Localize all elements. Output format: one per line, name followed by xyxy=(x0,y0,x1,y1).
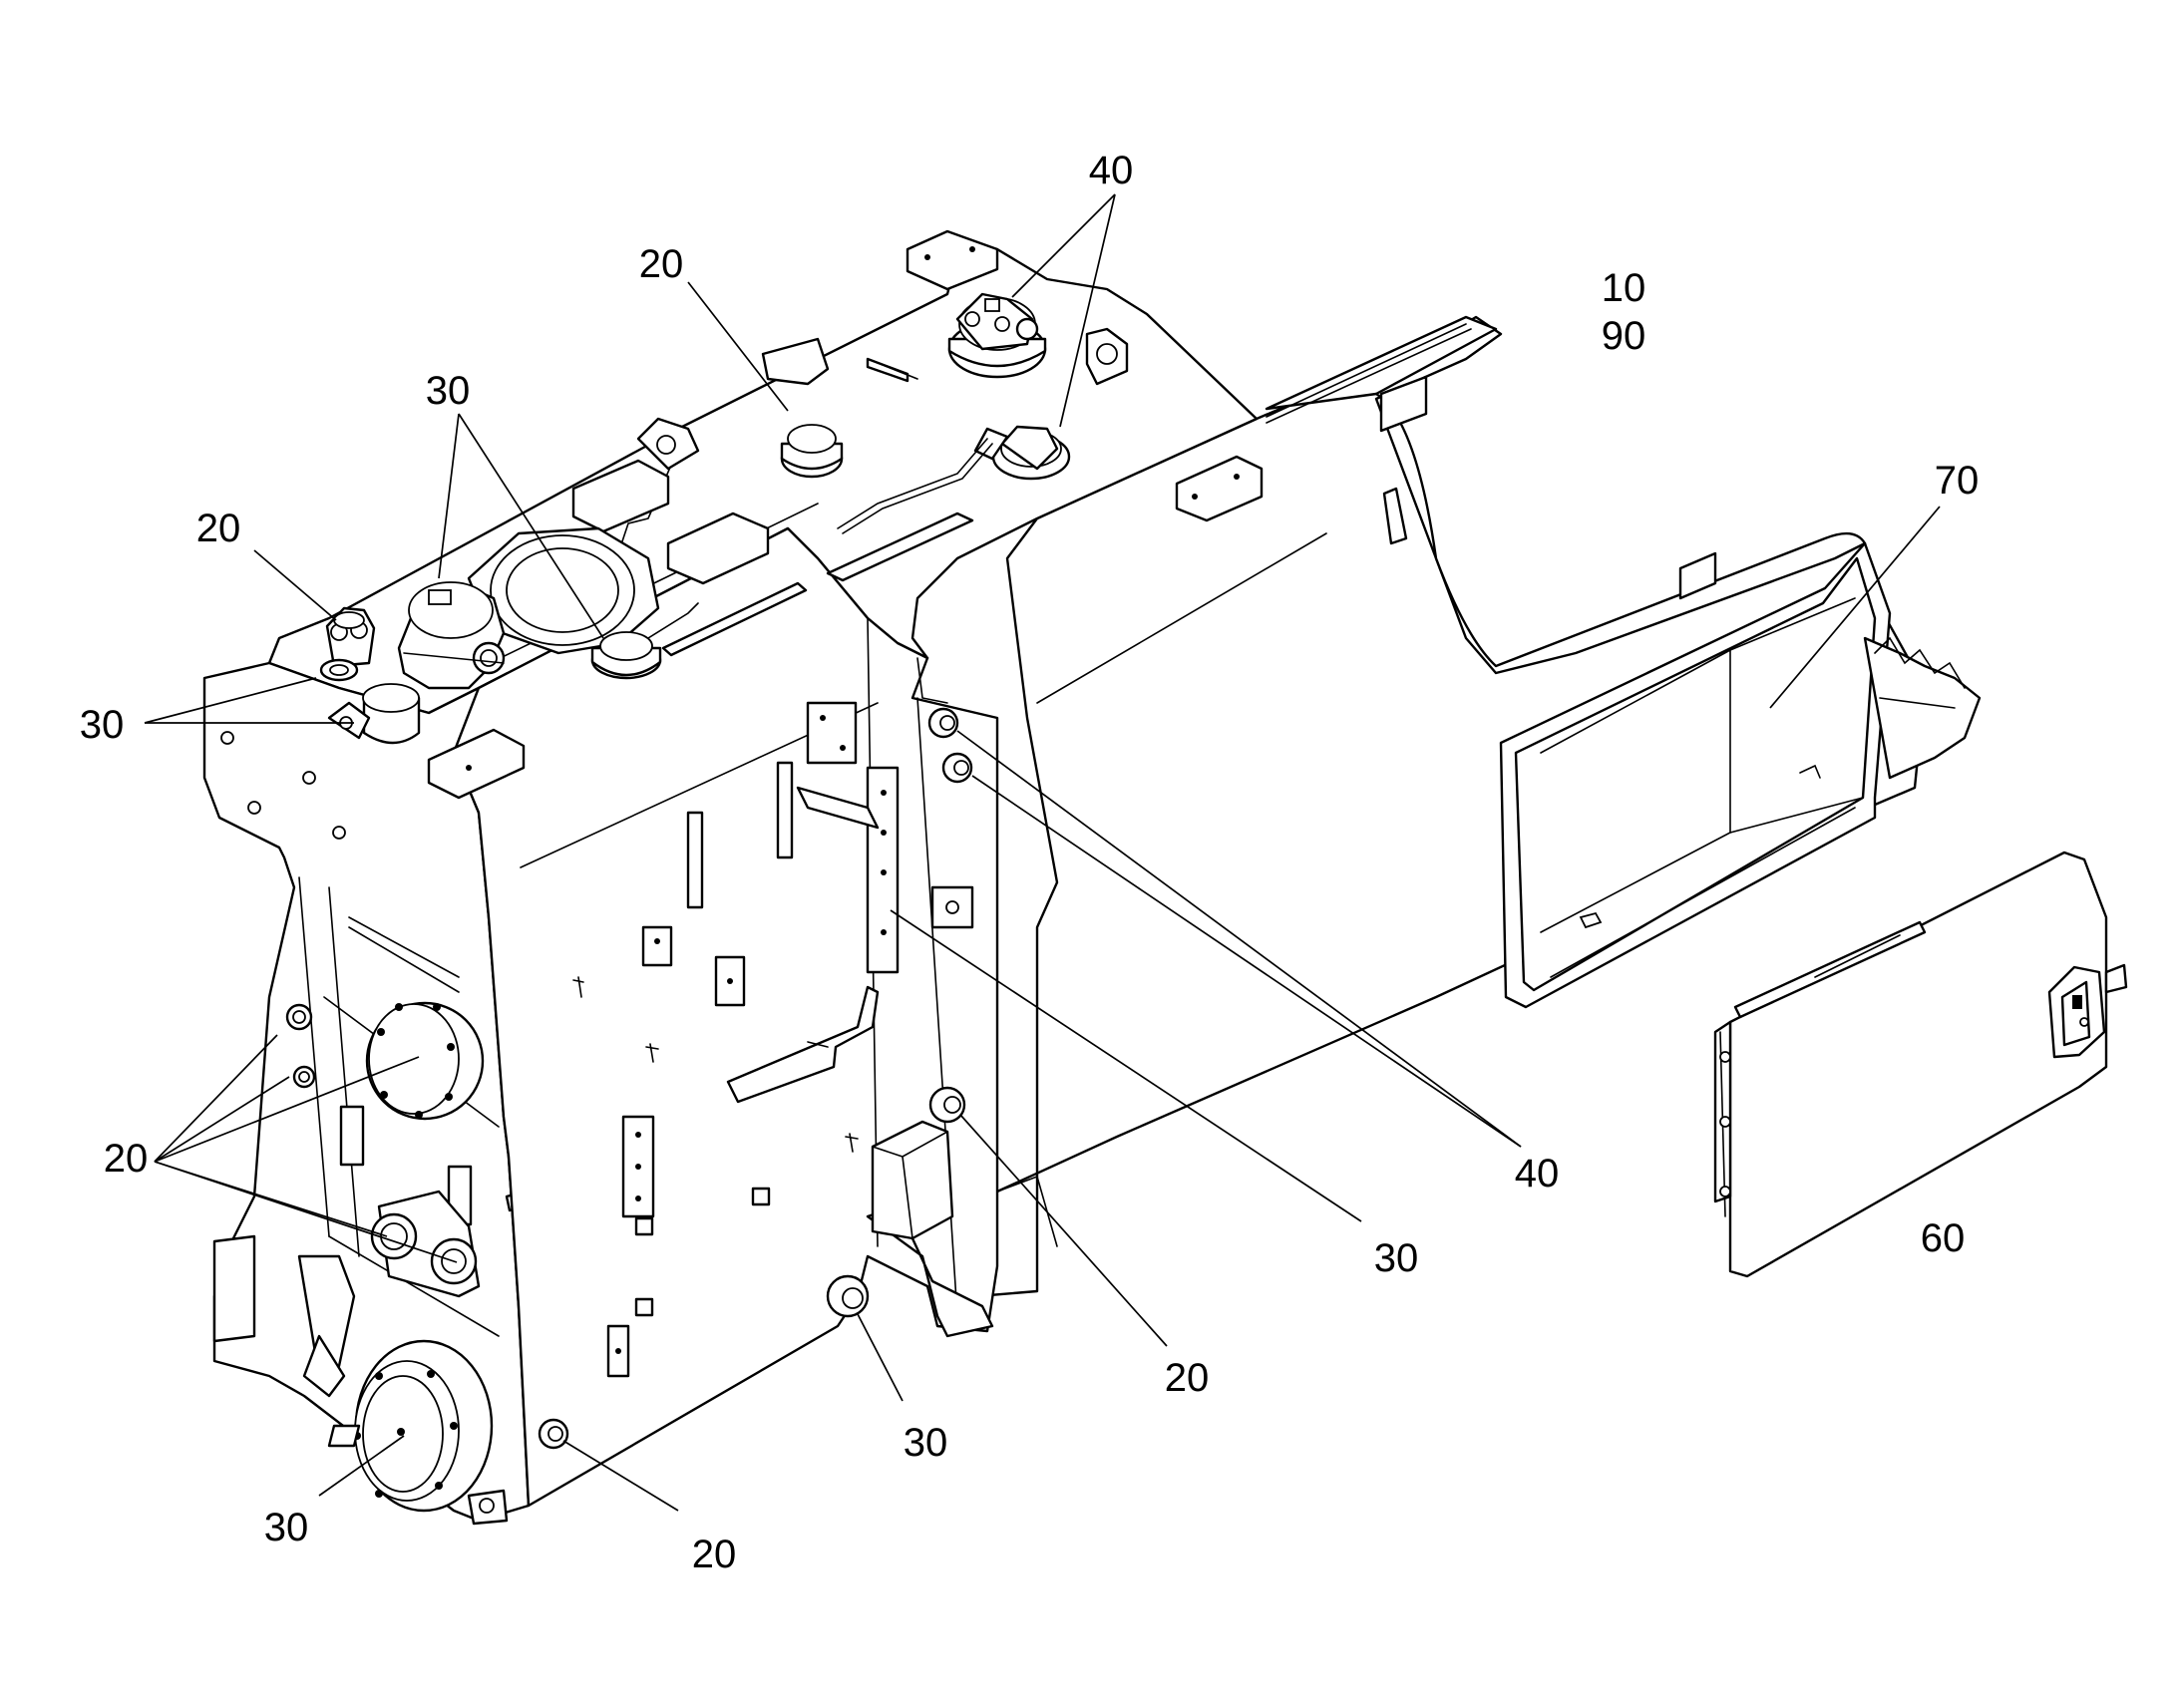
callout-40-right: 40 xyxy=(1515,1152,1560,1196)
callout-70: 70 xyxy=(1935,459,1980,503)
callout-90: 90 xyxy=(1602,314,1646,358)
callout-20-left: 20 xyxy=(104,1137,149,1181)
callout-20-bottom: 20 xyxy=(692,1533,737,1576)
callout-30-top: 30 xyxy=(426,369,471,413)
main-body-side-face xyxy=(452,526,999,1508)
callout-30-mid-right: 30 xyxy=(1374,1236,1419,1280)
rear-housing xyxy=(955,315,1982,1298)
callout-20-left-top: 20 xyxy=(196,507,241,550)
main-body-front-face xyxy=(202,661,531,1526)
callout-20-top: 20 xyxy=(639,242,684,286)
side-cover-panel xyxy=(1713,851,2128,1278)
callout-labels: 40 20 10 90 30 70 20 30 20 40 30 60 20 3… xyxy=(80,149,1980,1576)
callout-30-bottom-mid: 30 xyxy=(904,1421,948,1465)
callout-60: 60 xyxy=(1921,1216,1966,1260)
leader-lines xyxy=(144,193,1941,1512)
top-deck-components xyxy=(220,229,1129,840)
callout-40-top: 40 xyxy=(1089,149,1134,192)
callout-30-bottom-left: 30 xyxy=(264,1506,309,1549)
callout-20-mid-bottom: 20 xyxy=(1165,1356,1210,1400)
callout-30-left: 30 xyxy=(80,703,125,747)
callout-10: 10 xyxy=(1602,266,1646,310)
